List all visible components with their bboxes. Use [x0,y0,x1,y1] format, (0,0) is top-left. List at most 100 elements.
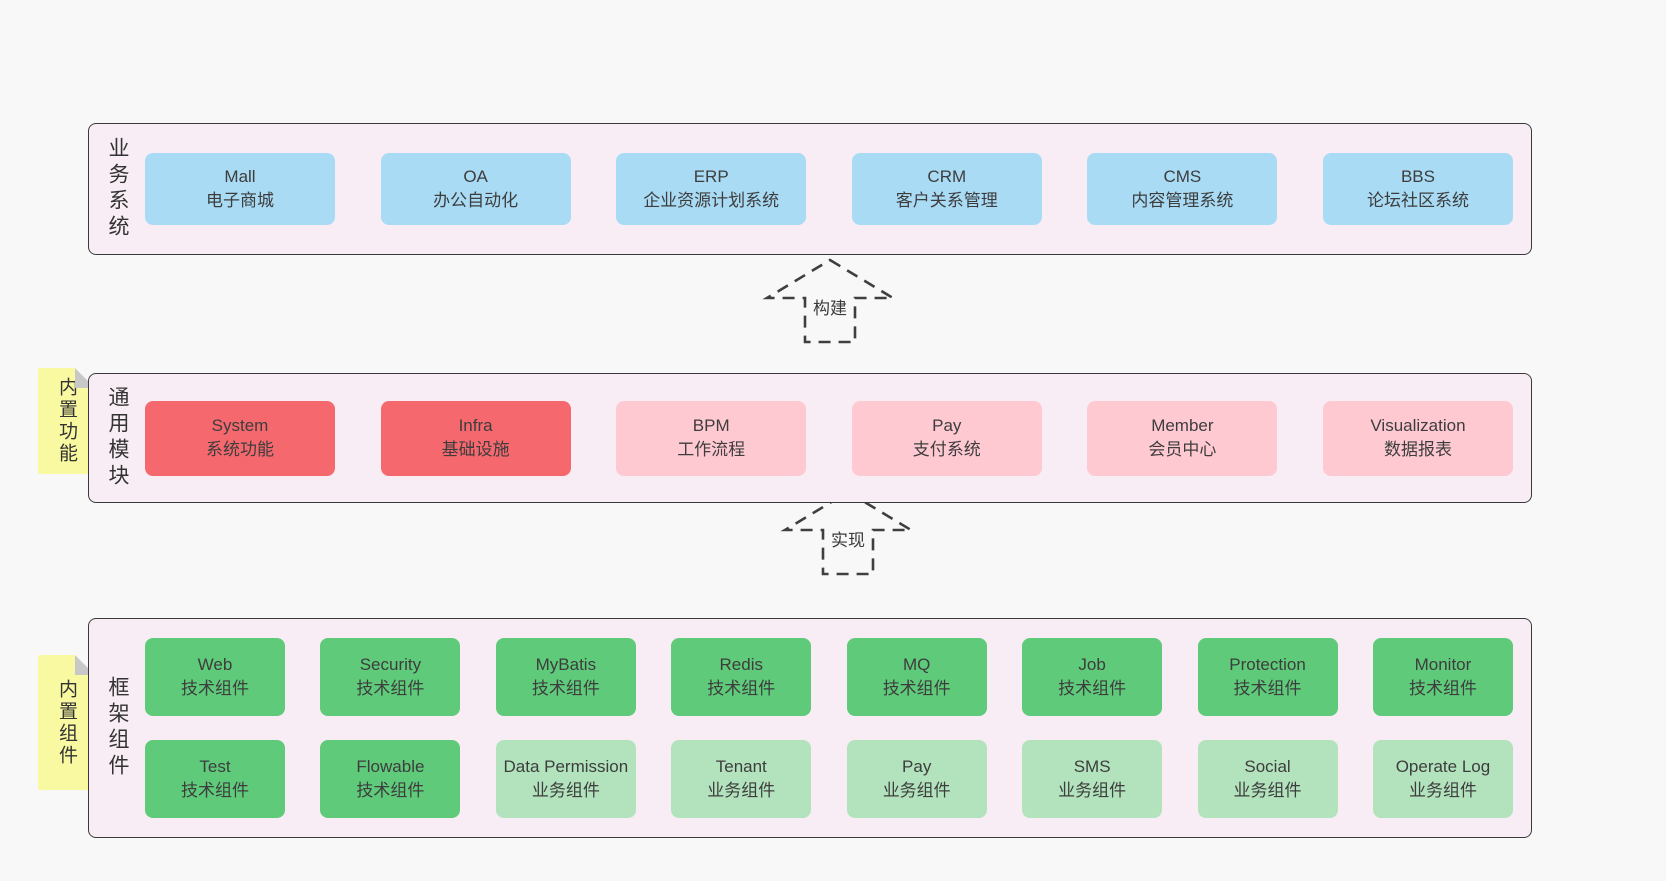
box-data-permission: Data Permission 业务组件 [495,740,636,818]
box-title: Member [1151,416,1214,436]
box-subtitle: 技术组件 [531,679,600,698]
box-title: ERP [693,167,729,187]
band-label-text: 通用模块 [106,386,129,490]
box-subtitle: 业务组件 [1233,781,1302,800]
box-subtitle: 技术组件 [356,679,425,698]
box-title: Infra [458,416,493,436]
box-pay-component: Pay 业务组件 [846,740,987,818]
arrow-build: 构建 [760,257,900,345]
box-title: Visualization [1370,416,1466,436]
box-subtitle: 技术组件 [356,781,425,800]
band-label-text: 业务系统 [106,137,129,241]
box-title: SMS [1073,757,1111,777]
common-modules-boxes: System 系统功能 Infra 基础设施 BPM 工作流程 Pay 支付系统… [145,374,1531,502]
framework-components-grid: Web 技术组件 Security 技术组件 MyBatis 技术组件 Redi… [145,619,1531,837]
sticky-label-text: 内置组件 [56,678,77,767]
box-subtitle: 论坛社区系统 [1366,191,1469,210]
arrow-implement-label: 实现 [827,525,869,552]
box-subtitle: 客户关系管理 [895,191,998,210]
band-framework-components: 框架组件 Web 技术组件 Security 技术组件 MyBatis 技术组件… [88,618,1532,838]
box-title: Monitor [1414,655,1472,675]
box-mq: MQ 技术组件 [846,638,987,716]
box-crm: CRM 客户关系管理 [851,153,1042,225]
box-title: Web [197,655,233,675]
box-title: Job [1078,655,1106,675]
sticky-label-text: 内置功能 [56,377,77,465]
box-title: MyBatis [535,655,597,675]
box-subtitle: 业务组件 [707,781,776,800]
box-mall: Mall 电子商城 [145,153,335,225]
box-subtitle: 工作流程 [677,440,746,459]
box-security: Security 技术组件 [320,638,461,716]
box-title: CRM [927,167,967,187]
box-infra: Infra 基础设施 [380,400,571,476]
box-subtitle: 系统功能 [206,440,274,459]
box-title: System [211,416,269,436]
box-erp: ERP 企业资源计划系统 [616,153,807,225]
band-label-business-systems: 业务系统 [89,124,145,254]
box-protection: Protection 技术组件 [1197,638,1338,716]
box-oa: OA 办公自动化 [380,153,571,225]
framework-row-2: Test 技术组件 Flowable 技术组件 Data Permission … [145,740,1513,818]
box-subtitle: 业务组件 [531,781,600,800]
box-flowable: Flowable 技术组件 [320,740,461,818]
box-title: Tenant [715,757,767,777]
box-web: Web 技术组件 [145,638,285,716]
box-title: Pay [932,416,962,436]
box-job: Job 技术组件 [1022,638,1163,716]
dashed-up-arrow-icon [780,490,916,576]
box-subtitle: 技术组件 [1058,679,1127,698]
band-business-systems: 业务系统 Mall 电子商城 OA 办公自动化 ERP 企业资源计划系统 CRM… [88,123,1532,255]
box-social: Social 业务组件 [1197,740,1338,818]
box-subtitle: 基础设施 [441,440,510,459]
box-title: Operate Log [1395,757,1491,777]
box-subtitle: 业务组件 [1058,781,1127,800]
sticky-built-in-features: 内置功能 [38,368,95,474]
box-operate-log: Operate Log 业务组件 [1372,740,1513,818]
box-title: MQ [902,655,931,675]
box-title: Flowable [356,757,425,777]
arrow-build-label: 构建 [809,293,851,320]
box-bbs: BBS 论坛社区系统 [1322,153,1513,225]
box-title: Protection [1229,655,1306,675]
box-sms: SMS 业务组件 [1022,740,1163,818]
box-mybatis: MyBatis 技术组件 [495,638,636,716]
box-title: Data Permission [503,757,629,777]
box-title: Redis [719,655,763,675]
box-member: Member 会员中心 [1087,400,1278,476]
sticky-built-in-components: 内置组件 [38,655,95,790]
box-subtitle: 会员中心 [1148,440,1217,459]
band-label-framework-components: 框架组件 [89,619,145,837]
box-subtitle: 技术组件 [707,679,776,698]
box-title: CMS [1163,167,1202,187]
box-subtitle: 支付系统 [912,440,981,459]
box-test: Test 技术组件 [145,740,285,818]
box-title: Pay [902,757,932,777]
box-title: OA [463,167,488,187]
box-title: BPM [692,416,730,436]
box-visualization: Visualization 数据报表 [1322,400,1513,476]
box-title: Social [1244,757,1291,777]
box-title: Mall [224,167,256,187]
box-subtitle: 企业资源计划系统 [643,191,780,210]
box-title: Security [359,655,422,675]
box-cms: CMS 内容管理系统 [1087,153,1278,225]
box-title: Test [199,757,231,777]
arrow-implement: 实现 [778,489,918,577]
box-subtitle: 技术组件 [181,679,249,698]
box-subtitle: 电子商城 [206,191,274,210]
box-system: System 系统功能 [145,400,335,476]
box-subtitle: 数据报表 [1383,440,1452,459]
box-subtitle: 业务组件 [882,781,951,800]
box-bpm: BPM 工作流程 [616,400,807,476]
business-systems-boxes: Mall 电子商城 OA 办公自动化 ERP 企业资源计划系统 CRM 客户关系… [145,124,1531,254]
box-pay-module: Pay 支付系统 [851,400,1042,476]
dashed-up-arrow-icon [762,258,898,344]
box-monitor: Monitor 技术组件 [1372,638,1513,716]
band-common-modules: 通用模块 System 系统功能 Infra 基础设施 BPM 工作流程 Pay… [88,373,1532,503]
box-subtitle: 业务组件 [1408,781,1477,800]
box-title: BBS [1400,167,1435,187]
box-subtitle: 技术组件 [1233,679,1302,698]
box-redis: Redis 技术组件 [671,638,812,716]
box-subtitle: 技术组件 [181,781,249,800]
